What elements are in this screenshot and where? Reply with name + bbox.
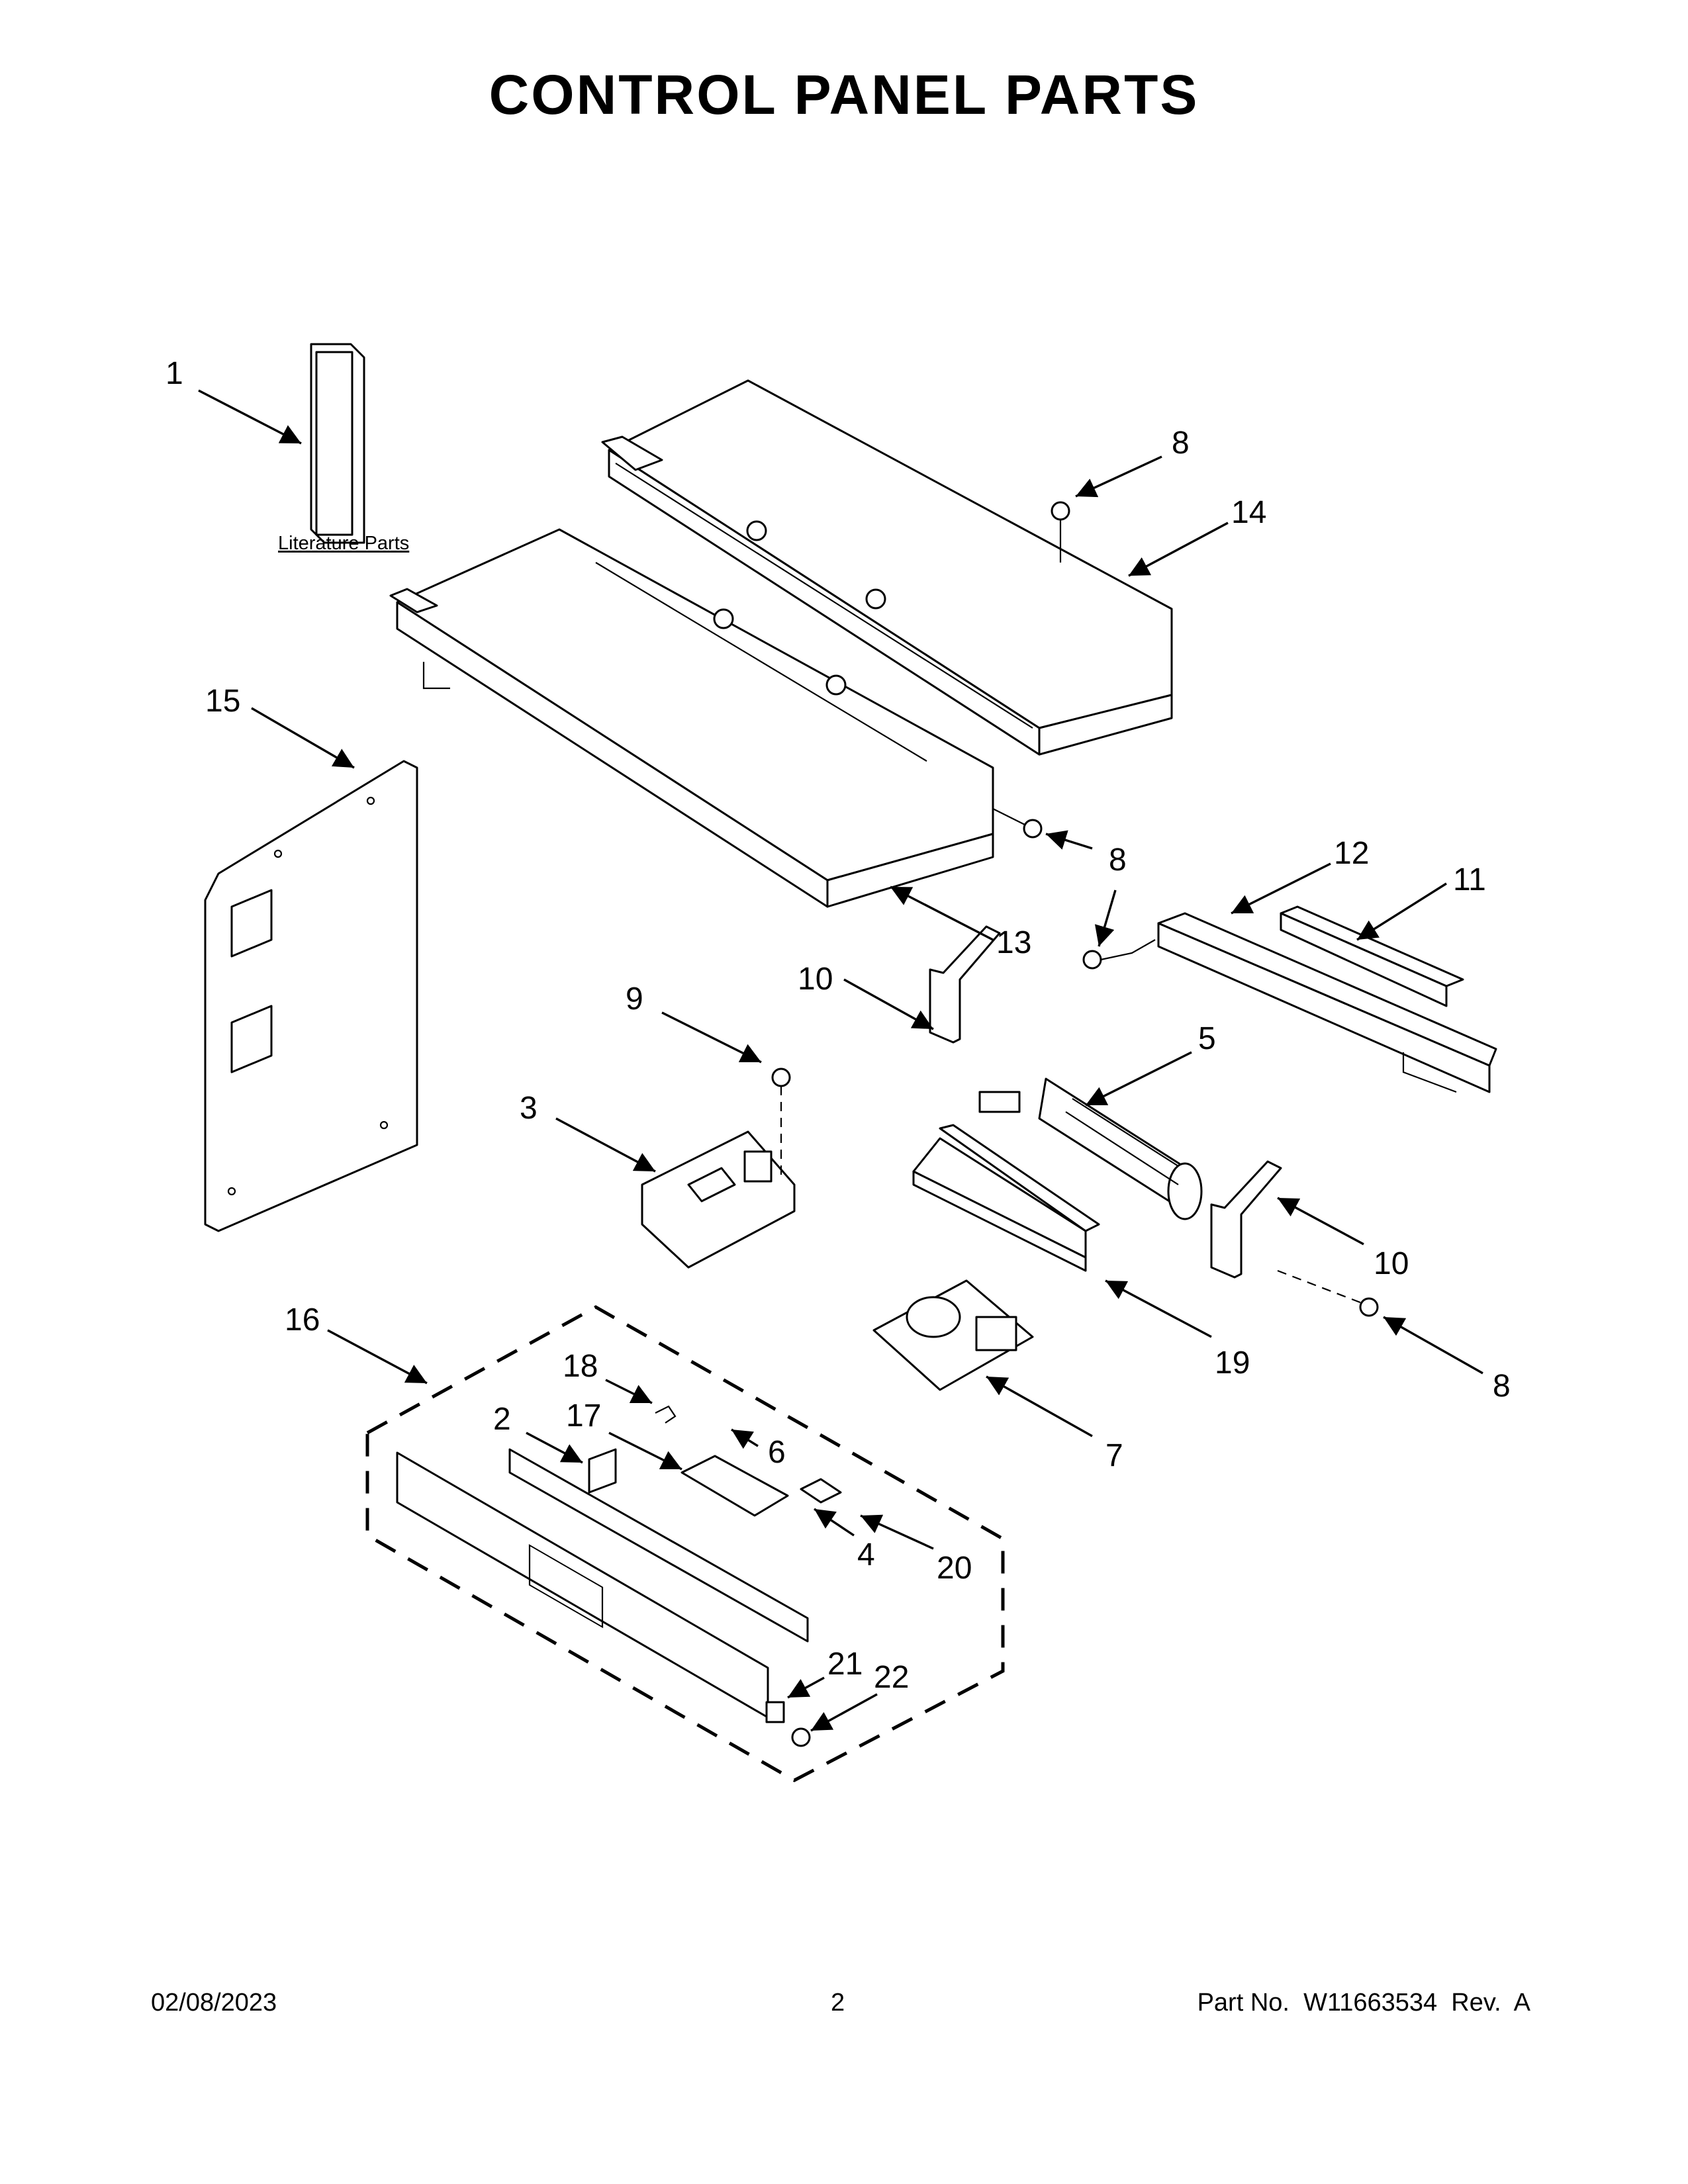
callout-10: 10 [798,962,833,997]
interface-board-17[interactable] [680,1455,789,1517]
mounting-bracket-12[interactable] [1157,912,1497,1093]
callout-10: 10 [1374,1246,1409,1281]
footer-page-number: 2 [831,1989,845,2017]
callout-18: 18 [563,1349,598,1384]
leader-8c [1094,889,1117,947]
leader-15 [251,707,355,769]
callout-19: 19 [1215,1345,1250,1381]
leader-11 [1356,882,1447,941]
user-interface-board-2[interactable] [508,1448,809,1643]
callout-2: 2 [493,1402,511,1437]
leader-13 [890,886,994,941]
footer-part-number: Part No. W11663534 Rev. A [1197,1989,1530,2017]
hinge-bracket-10-left[interactable] [929,925,1001,1044]
leader-22 [810,1693,878,1732]
callout-11: 11 [1453,862,1486,897]
footer-date: 02/08/2023 [151,1989,277,2017]
control-assembly-16-outline [365,1305,1005,1782]
harness-18[interactable] [655,1405,677,1424]
leader-18 [605,1379,653,1404]
leader-6 [731,1428,759,1449]
upper-control-panel-14[interactable] [601,379,1173,756]
screw-8-bracket[interactable] [1082,939,1156,970]
screw-9[interactable] [771,1068,791,1178]
literature-parts-label[interactable]: Literature Parts [278,533,409,554]
leader-8b [1045,830,1093,850]
callout-8: 8 [1493,1369,1511,1404]
callout-1: 1 [165,356,183,391]
leader-7 [986,1375,1093,1437]
callout-15: 15 [205,684,240,719]
insulation-strip-11[interactable] [1280,905,1464,1007]
leader-1 [198,389,302,445]
callout-20: 20 [937,1551,972,1586]
callout-9: 9 [626,981,643,1017]
leader-20 [860,1514,934,1550]
control-board-3[interactable] [641,1130,796,1269]
leader-8a [1075,455,1162,498]
leader-3 [555,1117,656,1173]
callout-7: 7 [1105,1438,1123,1473]
callout-12: 12 [1334,836,1369,871]
callout-8: 8 [1109,842,1127,878]
page-title: CONTROL PANEL PARTS [489,64,1199,126]
bracket-21[interactable] [765,1701,785,1723]
leader-19 [1105,1279,1212,1338]
callout-16: 16 [285,1302,320,1338]
sensor-4[interactable] [800,1478,842,1504]
leader-10a [843,978,934,1030]
literature-booklet[interactable] [310,343,365,544]
leader-8d [1383,1316,1483,1375]
blower-fan-5[interactable] [978,1077,1203,1220]
leader-2 [526,1432,583,1464]
leader-12 [1231,862,1331,915]
callout-3: 3 [520,1091,538,1126]
leader-17 [608,1432,682,1471]
callout-22: 22 [874,1660,909,1695]
leader-4 [814,1508,855,1537]
callout-4: 4 [857,1537,875,1572]
callout-17: 17 [566,1398,601,1433]
power-board-7[interactable] [872,1279,1034,1391]
leader-5 [1085,1051,1192,1107]
shield-plate-19[interactable] [912,1124,1100,1272]
screw-8-top[interactable] [1051,501,1070,563]
hinge-bracket-10-right[interactable] [1210,1160,1282,1279]
leader-10b [1277,1197,1364,1246]
callout-8: 8 [1172,426,1190,461]
rear-cover-15[interactable] [204,760,418,1232]
leader-16 [327,1329,428,1385]
screw-8-bottom[interactable] [1277,1269,1379,1317]
leader-14 [1128,522,1229,577]
callout-6: 6 [768,1435,786,1470]
callout-14: 14 [1231,495,1266,530]
screw-22[interactable] [791,1727,811,1747]
callout-5: 5 [1198,1021,1216,1056]
screw-8-mid[interactable] [992,808,1043,839]
lower-control-panel-13[interactable] [389,528,994,908]
leader-21 [787,1676,825,1699]
callout-13: 13 [996,925,1031,960]
leader-9 [661,1011,762,1064]
callout-21: 21 [827,1647,863,1682]
